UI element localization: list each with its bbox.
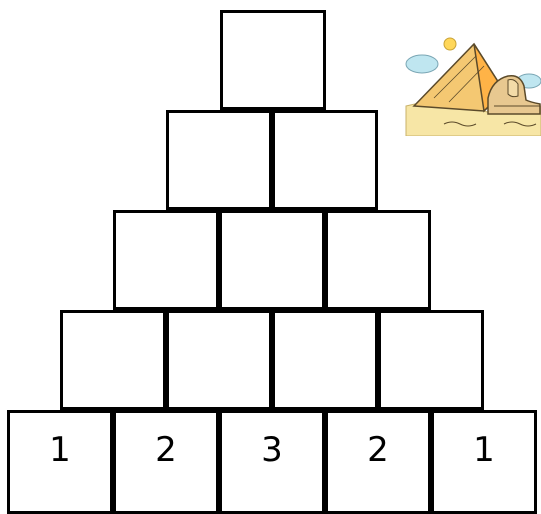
pyramid-cell[interactable]: 1 (7, 410, 113, 514)
pyramid-cell[interactable]: 2 (325, 410, 431, 514)
pyramid-cell[interactable] (166, 110, 272, 210)
pyramid-row-2 (166, 110, 378, 210)
pyramid-row-1 (220, 10, 326, 110)
pyramid-cell[interactable] (166, 310, 272, 410)
pyramid-cell[interactable]: 1 (431, 410, 537, 514)
cell-value: 2 (116, 433, 216, 467)
pyramid-cell[interactable] (272, 110, 378, 210)
pyramid-cell[interactable]: 2 (113, 410, 219, 514)
pyramid-cell[interactable] (113, 210, 219, 310)
pyramid-row-5: 1 2 3 2 1 (7, 410, 537, 510)
pyramid-cell[interactable] (325, 210, 431, 310)
pyramid-row-3 (113, 210, 431, 310)
cell-value: 1 (10, 433, 110, 467)
pyramid-row-4 (60, 310, 484, 410)
cell-value: 2 (328, 433, 428, 467)
pyramid-cell[interactable]: 3 (219, 410, 325, 514)
pyramid-cell[interactable] (272, 310, 378, 410)
pyramid-cell[interactable] (219, 210, 325, 310)
pyramid-cell[interactable] (60, 310, 166, 410)
cell-value: 1 (434, 433, 534, 467)
cell-value: 3 (222, 433, 322, 467)
pyramid-sphinx-clipart (404, 36, 541, 136)
pyramid-cell[interactable] (220, 10, 326, 110)
pyramid-cell[interactable] (378, 310, 484, 410)
